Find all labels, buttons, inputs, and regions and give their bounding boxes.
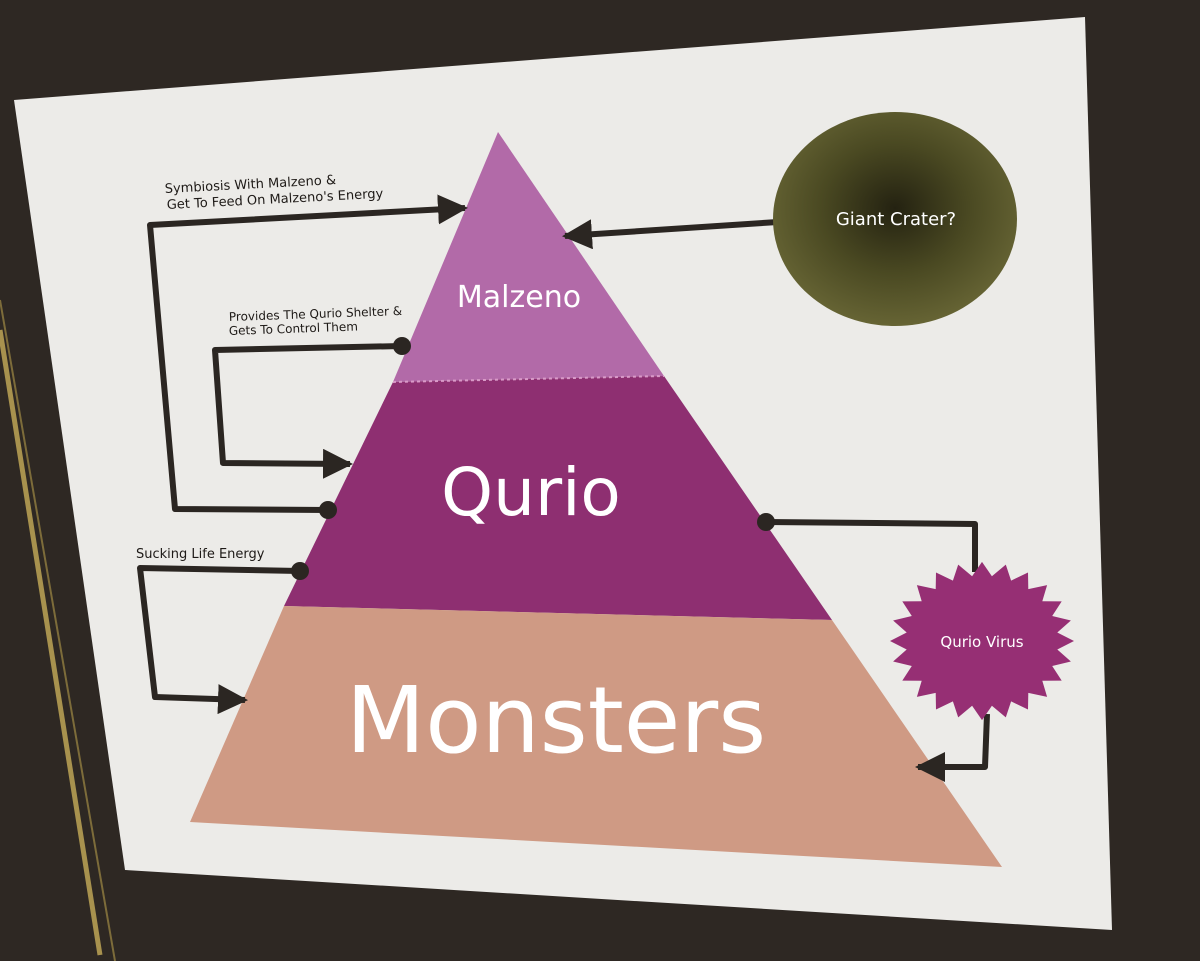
gold-trim: [0, 329, 103, 956]
connector-dots: [291, 337, 775, 580]
tier-label-qurio: Qurio: [441, 454, 621, 531]
pyramid: [190, 132, 1002, 867]
gold-trim-inner: [0, 299, 116, 961]
symbiosis-connector: [147, 194, 468, 513]
qurio-virus: [890, 561, 1074, 721]
giant-crater: [773, 112, 1017, 326]
tier-monsters: [190, 606, 1002, 867]
virus-dot: [757, 513, 775, 531]
shelter-label-line2: Gets To Control Them: [229, 320, 359, 338]
virus-out-connector: [915, 713, 990, 782]
symbiosis-dot: [319, 501, 337, 519]
connectors: [137, 194, 990, 782]
shelter-dot: [393, 337, 411, 355]
giant-crater-label: Giant Crater?: [836, 209, 956, 230]
virus-in-connector: [765, 519, 978, 572]
tier-malzeno: [393, 132, 664, 382]
shelter-connector: [212, 343, 403, 479]
sucking-label: Sucking Life Energy: [136, 547, 265, 562]
tier-label-malzeno: Malzeno: [457, 280, 581, 315]
sucking-connector: [137, 565, 301, 715]
tier-qurio: [284, 376, 832, 620]
tier-label-monsters: Monsters: [346, 667, 766, 774]
qurio-virus-label: Qurio Virus: [940, 633, 1023, 651]
sucking-dot: [291, 562, 309, 580]
crater-connector: [562, 219, 779, 250]
shelter-label-line1: Provides The Qurio Shelter &: [229, 304, 403, 324]
